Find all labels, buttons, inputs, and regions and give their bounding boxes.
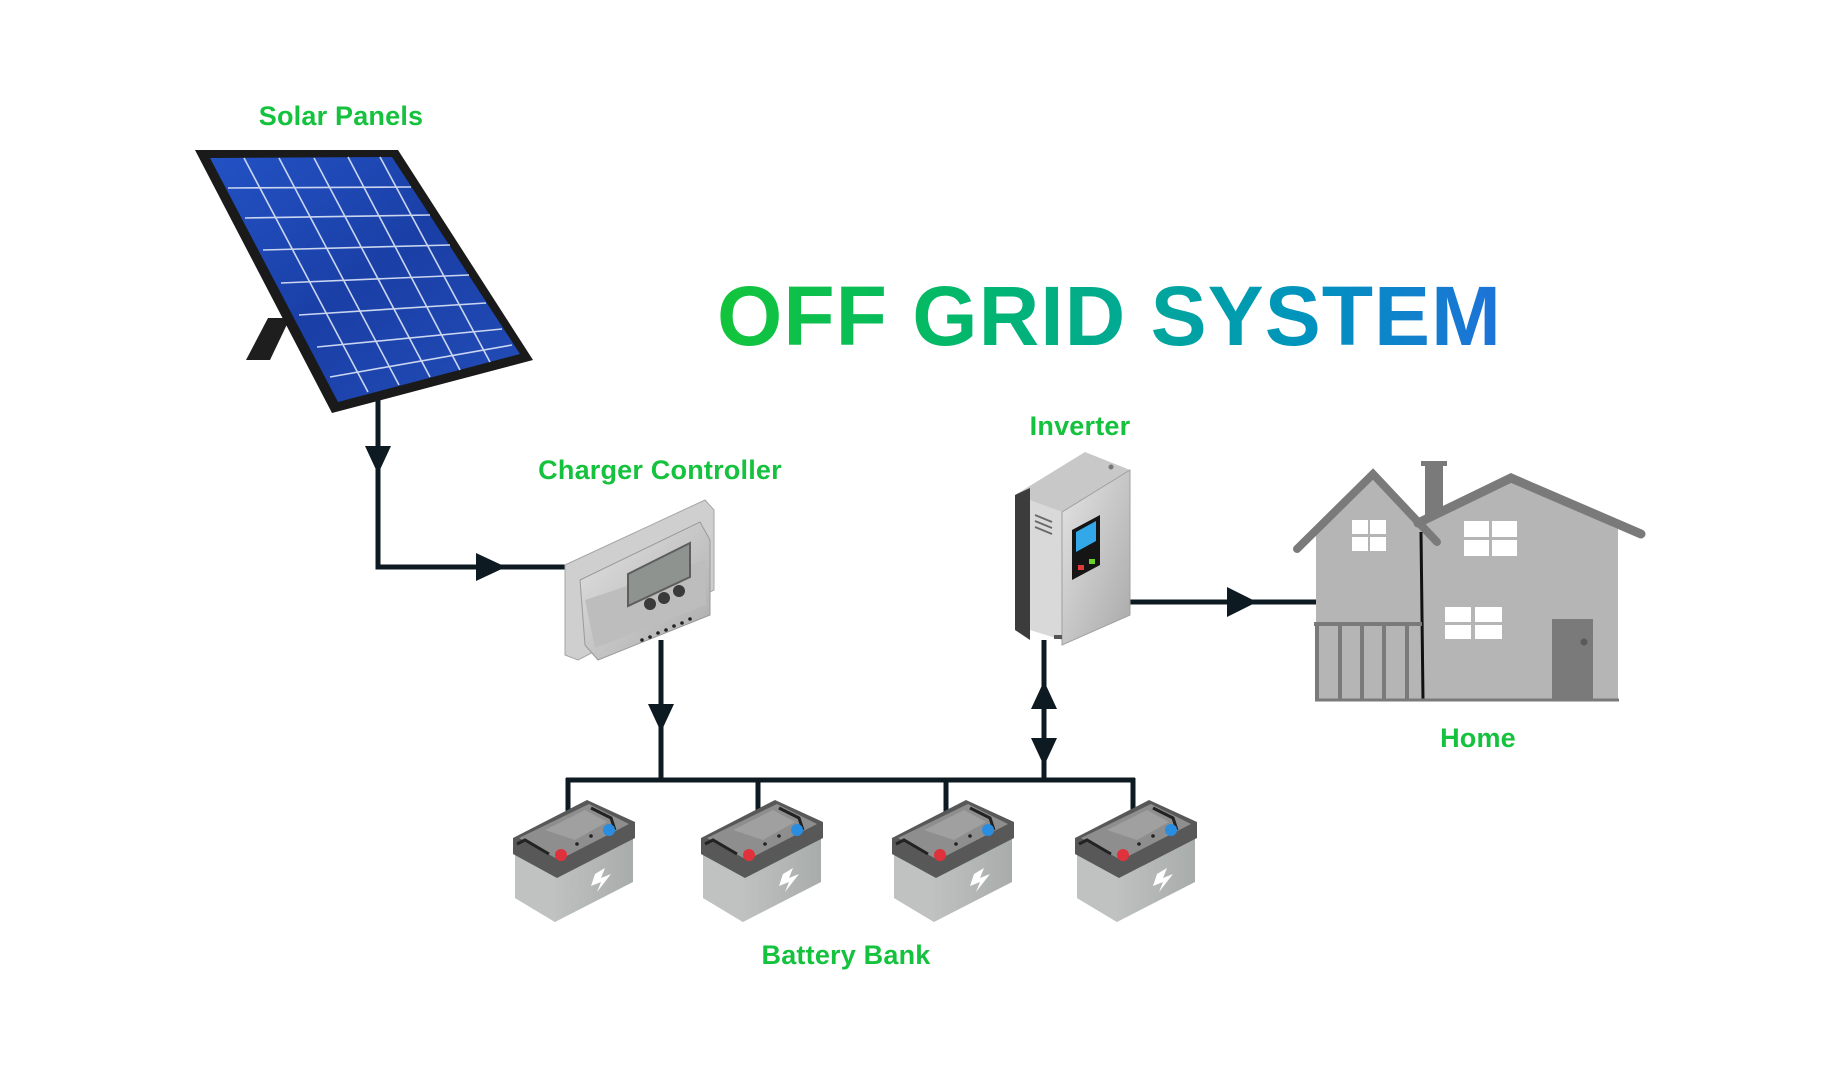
label-solar-panels: Solar Panels [258,101,424,131]
arrow-up-icon [1031,681,1057,709]
battery-icon [892,800,1014,922]
inverter-icon [1015,452,1131,646]
battery-bus [565,777,1136,815]
battery-icon [513,800,635,922]
arrow-right-icon [476,553,506,581]
label-inverter: Inverter [1029,411,1131,441]
arrow-right-icon [1227,587,1257,617]
house-icon [1293,461,1646,702]
battery-icon [701,800,823,922]
battery-bank [513,800,1197,922]
arrow-down-icon [648,704,674,732]
solar-panel-icon [195,150,533,413]
charge-controller-icon [564,499,715,661]
label-home: Home [1440,723,1516,753]
arrow-down-icon [365,446,391,474]
label-battery-bank: Battery Bank [761,940,931,970]
arrow-down-icon [1031,738,1057,766]
diagram-title: OFF GRID SYSTEM [717,269,1503,363]
label-charger-controller: Charger Controller [538,455,782,485]
wire-solar-to-controller [375,400,580,570]
battery-icon [1075,800,1197,922]
